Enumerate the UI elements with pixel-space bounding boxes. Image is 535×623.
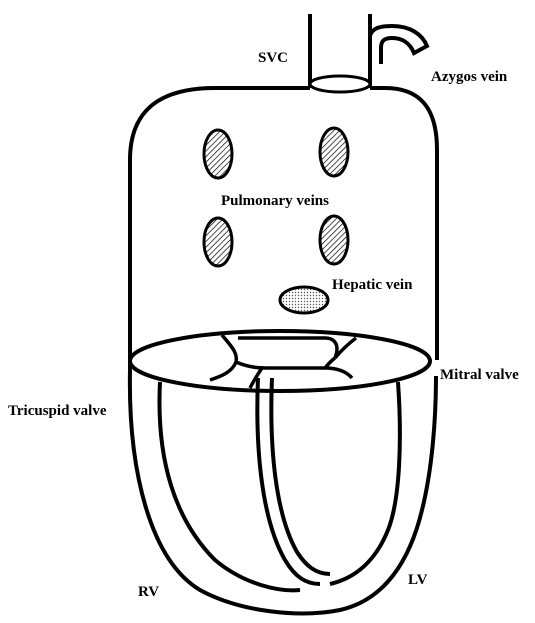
label-pulmonary-veins: Pulmonary veins [221, 194, 329, 209]
label-tricuspid-valve: Tricuspid valve [8, 404, 106, 419]
septum-right [271, 378, 330, 574]
pulmonary-vein-lr [320, 216, 348, 264]
pulmonary-vein-ur [320, 128, 348, 176]
label-mitral-valve: Mitral valve [440, 368, 519, 383]
ventricle-outer-wall [130, 370, 436, 613]
pulmonary-vein-ul [204, 130, 232, 178]
label-azygos-vein: Azygos vein [431, 70, 507, 85]
label-svc: SVC [258, 51, 288, 66]
lv-inner-wall [330, 382, 400, 584]
valve-plane [130, 331, 430, 391]
label-rv: RV [138, 585, 159, 600]
svc-opening [310, 76, 370, 92]
label-hepatic-vein: Hepatic vein [332, 278, 412, 293]
pulmonary-vein-ll [204, 218, 232, 266]
septum-left [257, 378, 320, 584]
azygos-vein-shape [370, 26, 427, 64]
rv-inner-wall [159, 382, 300, 590]
hepatic-vein-shape [280, 287, 328, 313]
label-lv: LV [408, 573, 427, 588]
